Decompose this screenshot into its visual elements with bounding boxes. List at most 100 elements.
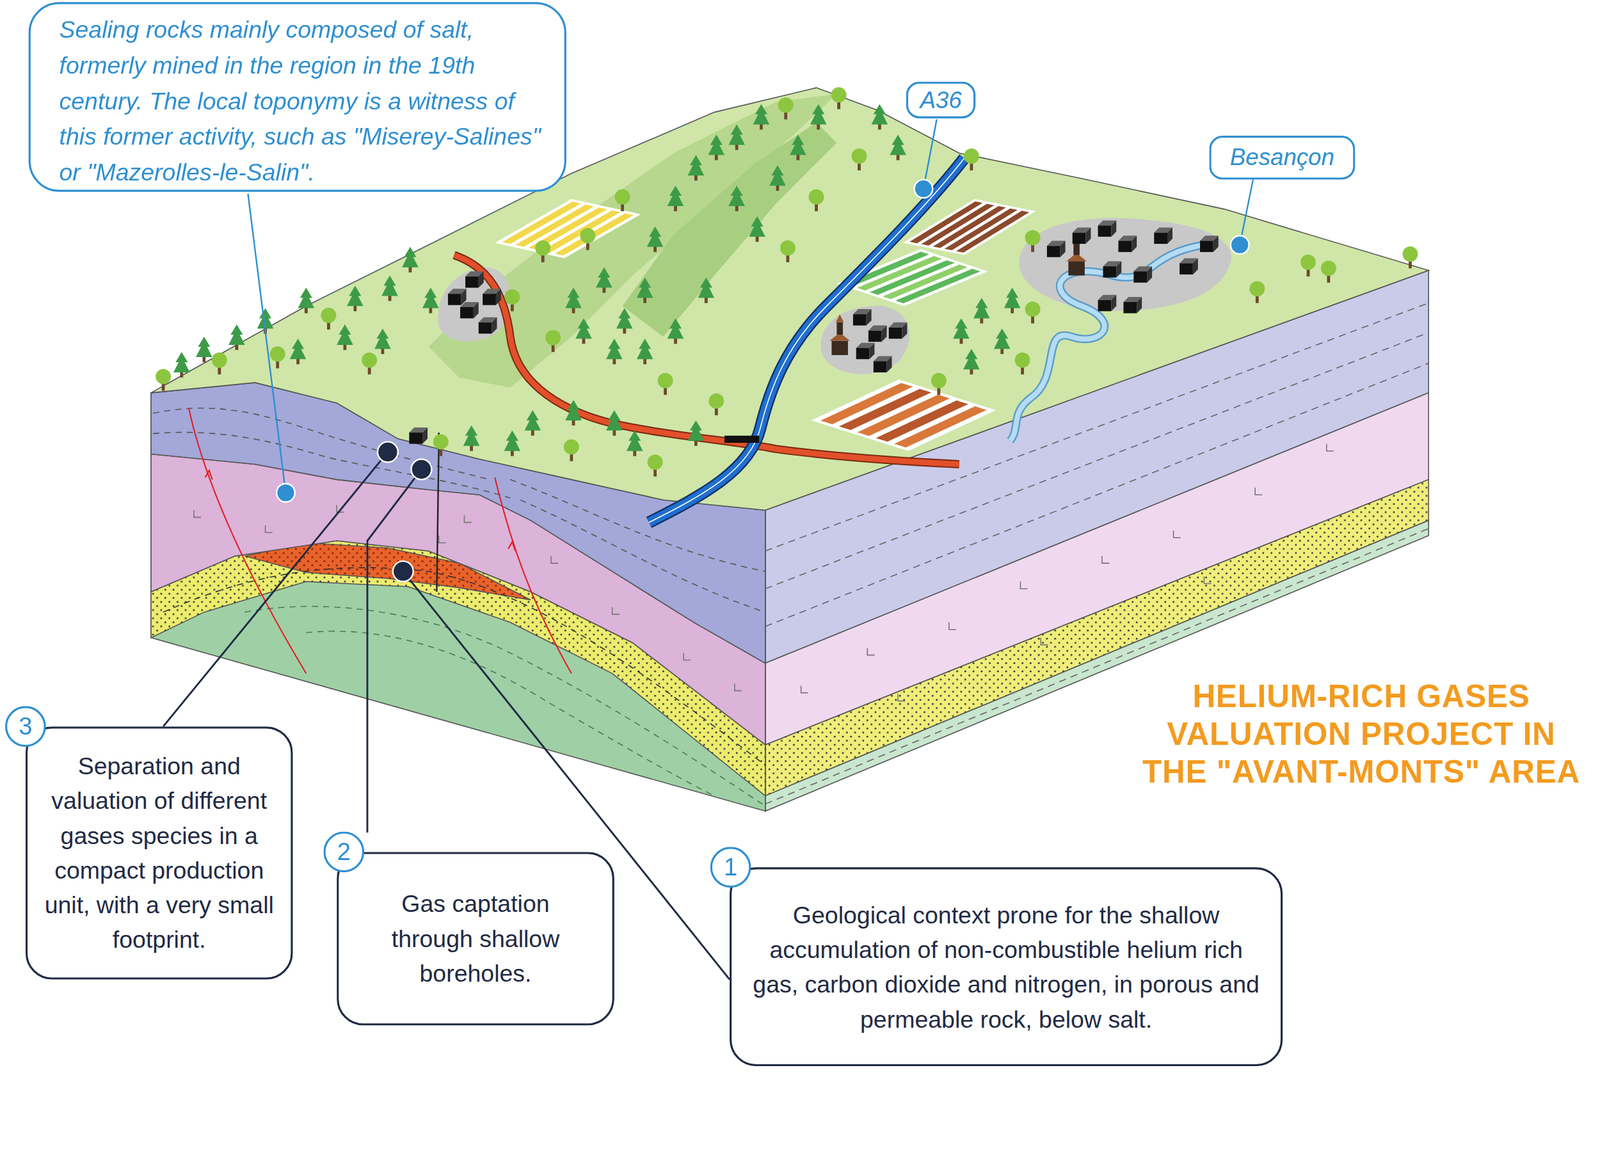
anhydrite-mark — [1203, 576, 1211, 584]
building — [408, 427, 428, 445]
text-box: Separation and valuation of different ga… — [25, 726, 294, 980]
node-text: Geological context prone for the shallow… — [752, 897, 1261, 1037]
tree — [173, 352, 191, 378]
anhydrite-mark — [897, 693, 905, 701]
tree — [1249, 280, 1265, 303]
tree — [973, 298, 991, 324]
road — [454, 255, 960, 465]
tree — [545, 330, 561, 352]
tree — [320, 307, 336, 330]
callout-number: 3 — [5, 705, 47, 747]
tree — [931, 373, 947, 395]
building — [460, 302, 479, 319]
tree — [1015, 352, 1031, 375]
borehole — [436, 432, 439, 592]
tree — [728, 124, 745, 151]
crop-field — [933, 206, 1007, 248]
fault — [188, 408, 572, 674]
place-tag: Besançon — [1208, 135, 1355, 180]
pointer-dot — [1230, 235, 1250, 255]
building — [888, 322, 908, 340]
anhydrite-mark — [949, 622, 957, 630]
node-text: Sealing rocks mainly composed of salt, f… — [58, 12, 559, 191]
tree — [1004, 288, 1021, 314]
fault — [494, 477, 572, 674]
river — [1009, 245, 1204, 441]
place-tag: A36 — [906, 81, 976, 119]
crop-field — [541, 210, 621, 253]
motorway — [648, 158, 965, 523]
pointer-dot — [392, 561, 414, 582]
tree — [636, 338, 654, 365]
motorway — [724, 435, 760, 443]
tree — [606, 338, 623, 365]
motorway — [648, 158, 965, 523]
building — [853, 309, 872, 326]
building — [1072, 227, 1092, 245]
tree — [647, 454, 664, 477]
tree — [1025, 230, 1041, 253]
tree — [808, 189, 825, 212]
anhydrite-mark — [683, 652, 691, 660]
pointer-dot — [377, 441, 399, 463]
village — [1018, 218, 1232, 312]
tree — [270, 346, 286, 368]
building — [1153, 227, 1173, 245]
tree — [789, 134, 807, 160]
node-text: A36 — [919, 86, 962, 114]
building — [1047, 240, 1066, 258]
tree — [667, 318, 685, 344]
tree — [636, 277, 654, 304]
pointer-dot — [276, 483, 296, 503]
anhydrite-mark — [1326, 444, 1334, 452]
tree — [728, 185, 745, 212]
node-text: Gas captation through shallow boreholes. — [382, 887, 569, 992]
tree — [336, 324, 354, 351]
building — [482, 288, 502, 306]
crop-field — [494, 199, 641, 258]
motorway — [648, 158, 965, 523]
tree — [374, 328, 392, 354]
crop-field — [494, 199, 641, 258]
tree — [563, 439, 580, 461]
tree — [748, 216, 766, 242]
tree — [381, 275, 399, 301]
tree — [667, 185, 685, 212]
building — [856, 343, 875, 360]
anhydrite-mark — [612, 607, 620, 615]
tree — [595, 267, 613, 294]
leader-line — [367, 469, 422, 833]
tree — [298, 288, 315, 314]
leader-line — [1239, 179, 1254, 246]
callout-box: Sealing rocks mainly composed of salt, f… — [28, 1, 567, 192]
anhydrite-mark — [439, 535, 447, 543]
building — [1200, 235, 1219, 253]
tree — [647, 226, 664, 253]
fault — [188, 408, 306, 674]
building — [408, 220, 1218, 444]
building — [1118, 235, 1137, 253]
tree — [524, 410, 542, 436]
building — [1098, 220, 1117, 237]
anhydrite-mark — [1255, 487, 1263, 495]
ground-surface — [622, 122, 838, 337]
node-text: 1 — [723, 853, 738, 882]
tree — [289, 338, 307, 365]
building — [1103, 261, 1122, 278]
tree — [433, 433, 449, 456]
fold-lines — [245, 606, 766, 807]
tree — [565, 400, 582, 426]
building — [829, 314, 850, 356]
building — [1179, 257, 1199, 275]
anhydrite-mark — [464, 515, 472, 523]
crop-field — [811, 379, 997, 452]
tree — [195, 336, 213, 363]
tree — [1300, 254, 1316, 277]
anhydrite-mark — [551, 556, 559, 564]
tree — [657, 373, 674, 395]
building — [448, 288, 467, 306]
tree — [228, 324, 246, 351]
tree — [688, 420, 705, 447]
road — [454, 255, 960, 465]
